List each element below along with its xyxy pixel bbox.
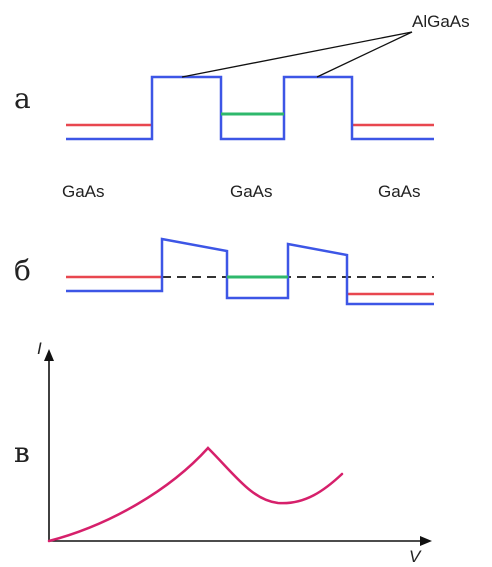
- x-axis-label: V: [409, 547, 422, 566]
- panel-b-label: б: [14, 254, 31, 287]
- panel-a-label: а: [14, 82, 31, 115]
- y-axis-label: I: [37, 339, 42, 358]
- panel-c-label: в: [14, 436, 30, 469]
- current-voltage-curve: [47, 446, 344, 543]
- conduction-band-edge-biased: [66, 237, 434, 306]
- material-label-left: GaAs: [62, 182, 105, 201]
- leader-line-barrier-2: [316, 31, 413, 78]
- panel-c: в I V: [14, 339, 432, 566]
- y-axis-arrow: [44, 349, 54, 361]
- material-label-right: GaAs: [378, 182, 421, 201]
- barrier-material-label: AlGaAs: [412, 12, 470, 31]
- panel-b: б: [14, 237, 434, 306]
- leader-line-barrier-1: [181, 31, 413, 78]
- conduction-band-edge: [66, 75, 434, 141]
- x-axis-arrow: [420, 536, 432, 546]
- material-label-center: GaAs: [230, 182, 273, 201]
- panel-a: а AlGaAs GaAs GaAs GaAs: [14, 12, 470, 201]
